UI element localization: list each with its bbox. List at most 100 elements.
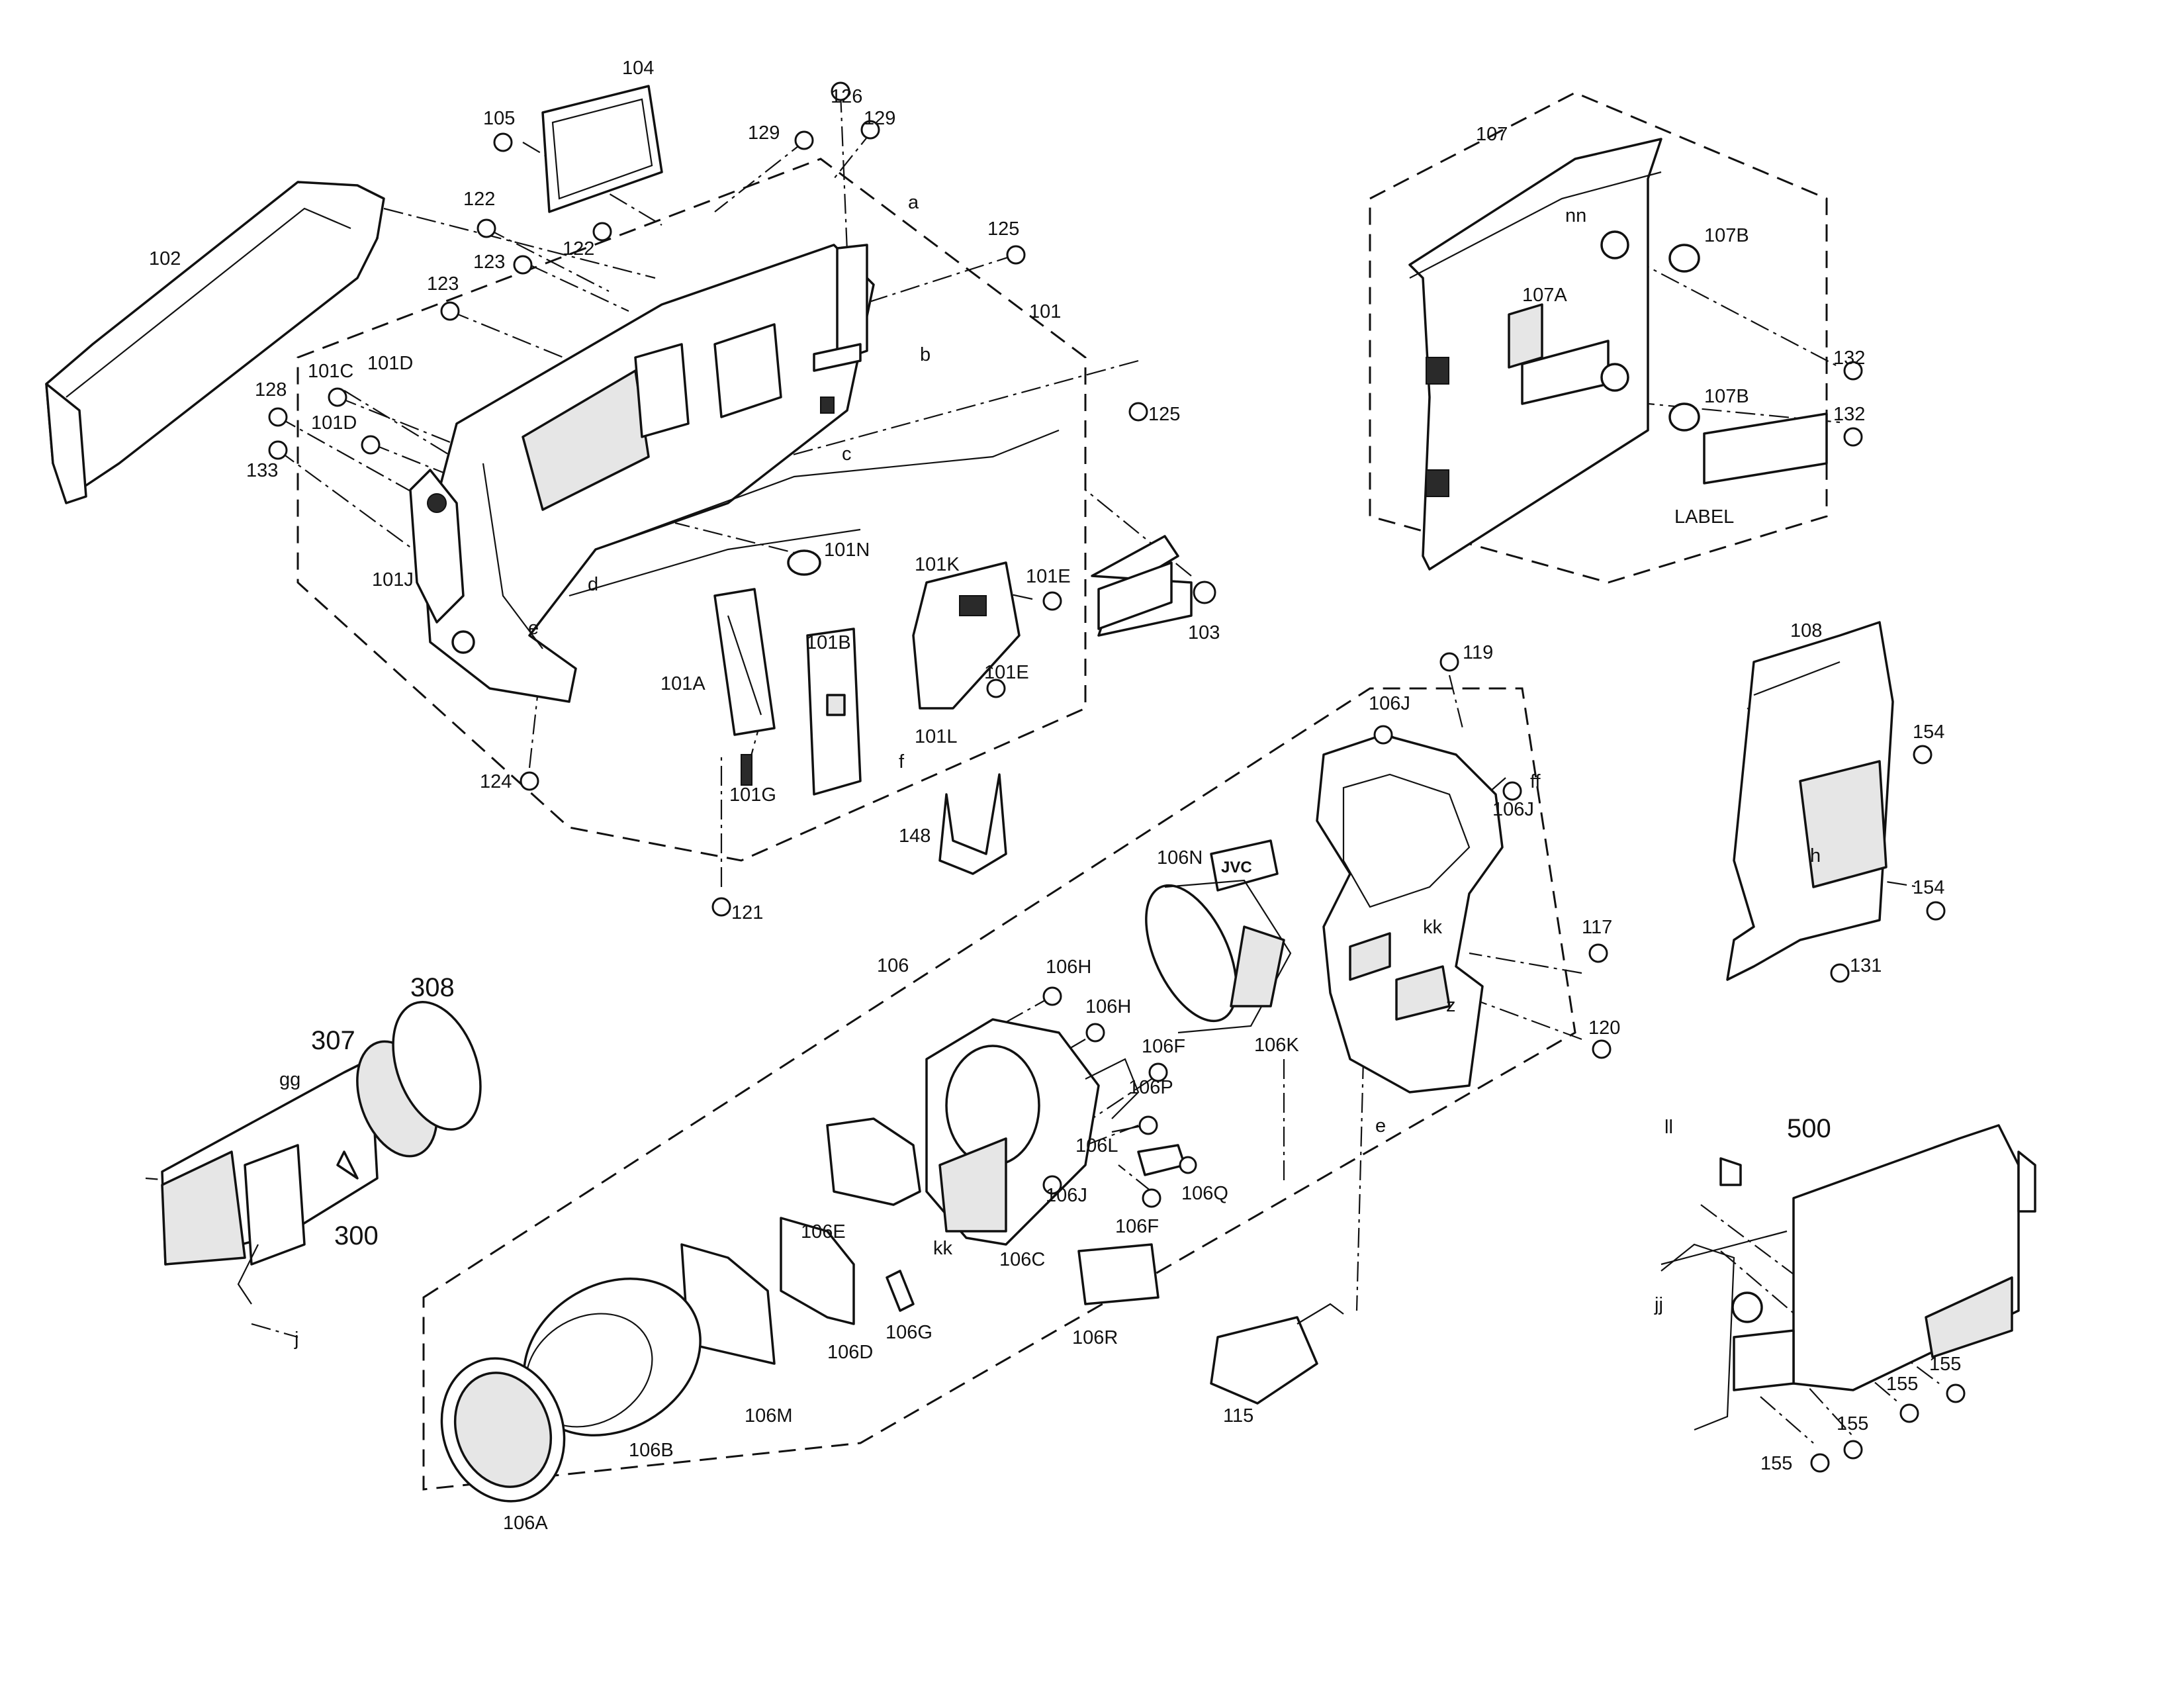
callout-label: 106P	[1128, 1077, 1173, 1098]
callout-label: 106J	[1369, 693, 1410, 714]
callout-label: j	[294, 1329, 298, 1350]
part-300-viewfinder	[161, 1058, 379, 1305]
callout-label: 128	[255, 379, 287, 400]
part-101A-slider	[713, 588, 776, 786]
part-101-bracket-top	[813, 244, 868, 414]
part-106Q-lever	[1137, 1144, 1197, 1176]
callout-label: 124	[480, 771, 512, 792]
callout-label: 106R	[1072, 1327, 1118, 1348]
callout-label: 155	[1929, 1354, 1961, 1375]
part-label-sticker	[1703, 412, 1828, 485]
part-107B-caps	[1668, 244, 1700, 432]
callout-label-large: 307	[311, 1026, 355, 1055]
callout-label: 107B	[1704, 225, 1749, 246]
callout-label: 126	[831, 86, 862, 107]
part-101K-plate	[912, 561, 1021, 710]
callout-label: kk	[1423, 917, 1443, 938]
callout-label: 125	[1148, 404, 1180, 425]
callout-label: h	[1810, 845, 1821, 866]
callout-label: 101B	[806, 632, 851, 653]
part-500-mount-bracket	[1661, 1157, 1795, 1431]
callout-label: 106L	[1075, 1135, 1118, 1156]
callout-label: 106J	[1046, 1185, 1087, 1206]
callout-label: 101C	[308, 361, 353, 382]
callout-label: 132	[1833, 404, 1865, 425]
callout-label: jj	[1654, 1294, 1663, 1315]
part-101B-plate	[806, 628, 862, 796]
callout-label-large: 500	[1787, 1114, 1831, 1143]
callout-label: 106Q	[1181, 1183, 1228, 1204]
callout-label: 101E	[1026, 566, 1071, 587]
callout-label: 117	[1582, 917, 1612, 938]
callout-labels: 104 126 129 129 105 102 122 122 123 123 …	[149, 58, 1961, 1534]
group-107-outline	[1369, 91, 1828, 584]
callout-label: 155	[1837, 1413, 1868, 1434]
callout-label: ff	[1530, 771, 1541, 792]
callout-label: 106F	[1142, 1036, 1185, 1057]
callout-label: z	[1446, 995, 1456, 1016]
part-101N-knob	[787, 549, 821, 576]
callout-label: 106D	[827, 1342, 873, 1363]
callout-label: nn	[1565, 205, 1586, 226]
group-106-outline	[422, 687, 1576, 1491]
callout-label: b	[920, 344, 931, 365]
callout-label: 101D	[311, 412, 357, 434]
callout-label: 148	[899, 825, 931, 847]
callout-label: 106F	[1115, 1216, 1159, 1237]
callout-label: 155	[1760, 1453, 1792, 1474]
part-102-hand-strap	[45, 181, 385, 504]
part-101J-side-piece	[409, 469, 465, 624]
callout-label: 123	[427, 273, 459, 295]
callout-label: 106N	[1157, 847, 1203, 868]
leader-lines	[145, 92, 1940, 1444]
callout-label: ll	[1664, 1117, 1673, 1138]
part-106G-clip	[886, 1270, 915, 1312]
callout-label: 101K	[915, 554, 960, 575]
callout-label-large: 300	[334, 1221, 379, 1250]
callout-label: 107A	[1522, 285, 1567, 306]
part-500-battery-housing	[1792, 1124, 2036, 1391]
callout-label: gg	[279, 1069, 300, 1090]
callout-label: 101A	[660, 673, 705, 694]
callout-label: 101N	[824, 539, 870, 561]
group-101-outline	[296, 158, 1087, 862]
callout-label: 129	[748, 122, 780, 144]
callout-label: 106B	[629, 1440, 674, 1461]
callout-label: 104	[622, 58, 654, 79]
callout-label: 101L	[915, 726, 958, 747]
callout-label: 131	[1850, 955, 1882, 976]
callout-label: 106C	[999, 1249, 1045, 1270]
callout-labels-large: 308 307 300 500	[311, 973, 1831, 1250]
callout-label: 106M	[745, 1405, 793, 1427]
part-101-body-casing	[422, 244, 1060, 703]
callout-label: LABEL	[1674, 506, 1734, 528]
callout-label: c	[842, 444, 852, 465]
callout-label: 121	[731, 902, 763, 923]
callout-label: f	[899, 751, 905, 772]
callout-label: 102	[149, 248, 181, 269]
callout-label: 101G	[729, 784, 776, 806]
part-106C-lens-block	[925, 1018, 1100, 1246]
callout-label: 103	[1188, 622, 1220, 643]
part-107-side-panel	[1408, 138, 1662, 571]
callout-label: e	[528, 618, 539, 639]
callout-label: 106	[877, 955, 909, 976]
callout-label: 133	[246, 460, 278, 481]
part-106-front-housing	[1316, 733, 1504, 1094]
part-106D-bracket	[780, 1217, 855, 1325]
callout-label: 106H	[1085, 996, 1131, 1017]
part-106N-badge: JVC	[1210, 839, 1279, 892]
callout-label: 132	[1833, 348, 1865, 369]
callout-label: 105	[483, 108, 515, 129]
callout-label: e	[1375, 1115, 1386, 1137]
callout-label: 106G	[886, 1322, 933, 1343]
part-106K-ring	[1145, 879, 1292, 1034]
callout-label: 154	[1913, 877, 1944, 898]
screws	[268, 81, 1966, 1473]
callout-label: d	[588, 574, 598, 595]
part-104-cover-plate	[541, 85, 663, 213]
callout-label: 122	[463, 189, 495, 210]
callout-label: 106J	[1492, 799, 1534, 820]
